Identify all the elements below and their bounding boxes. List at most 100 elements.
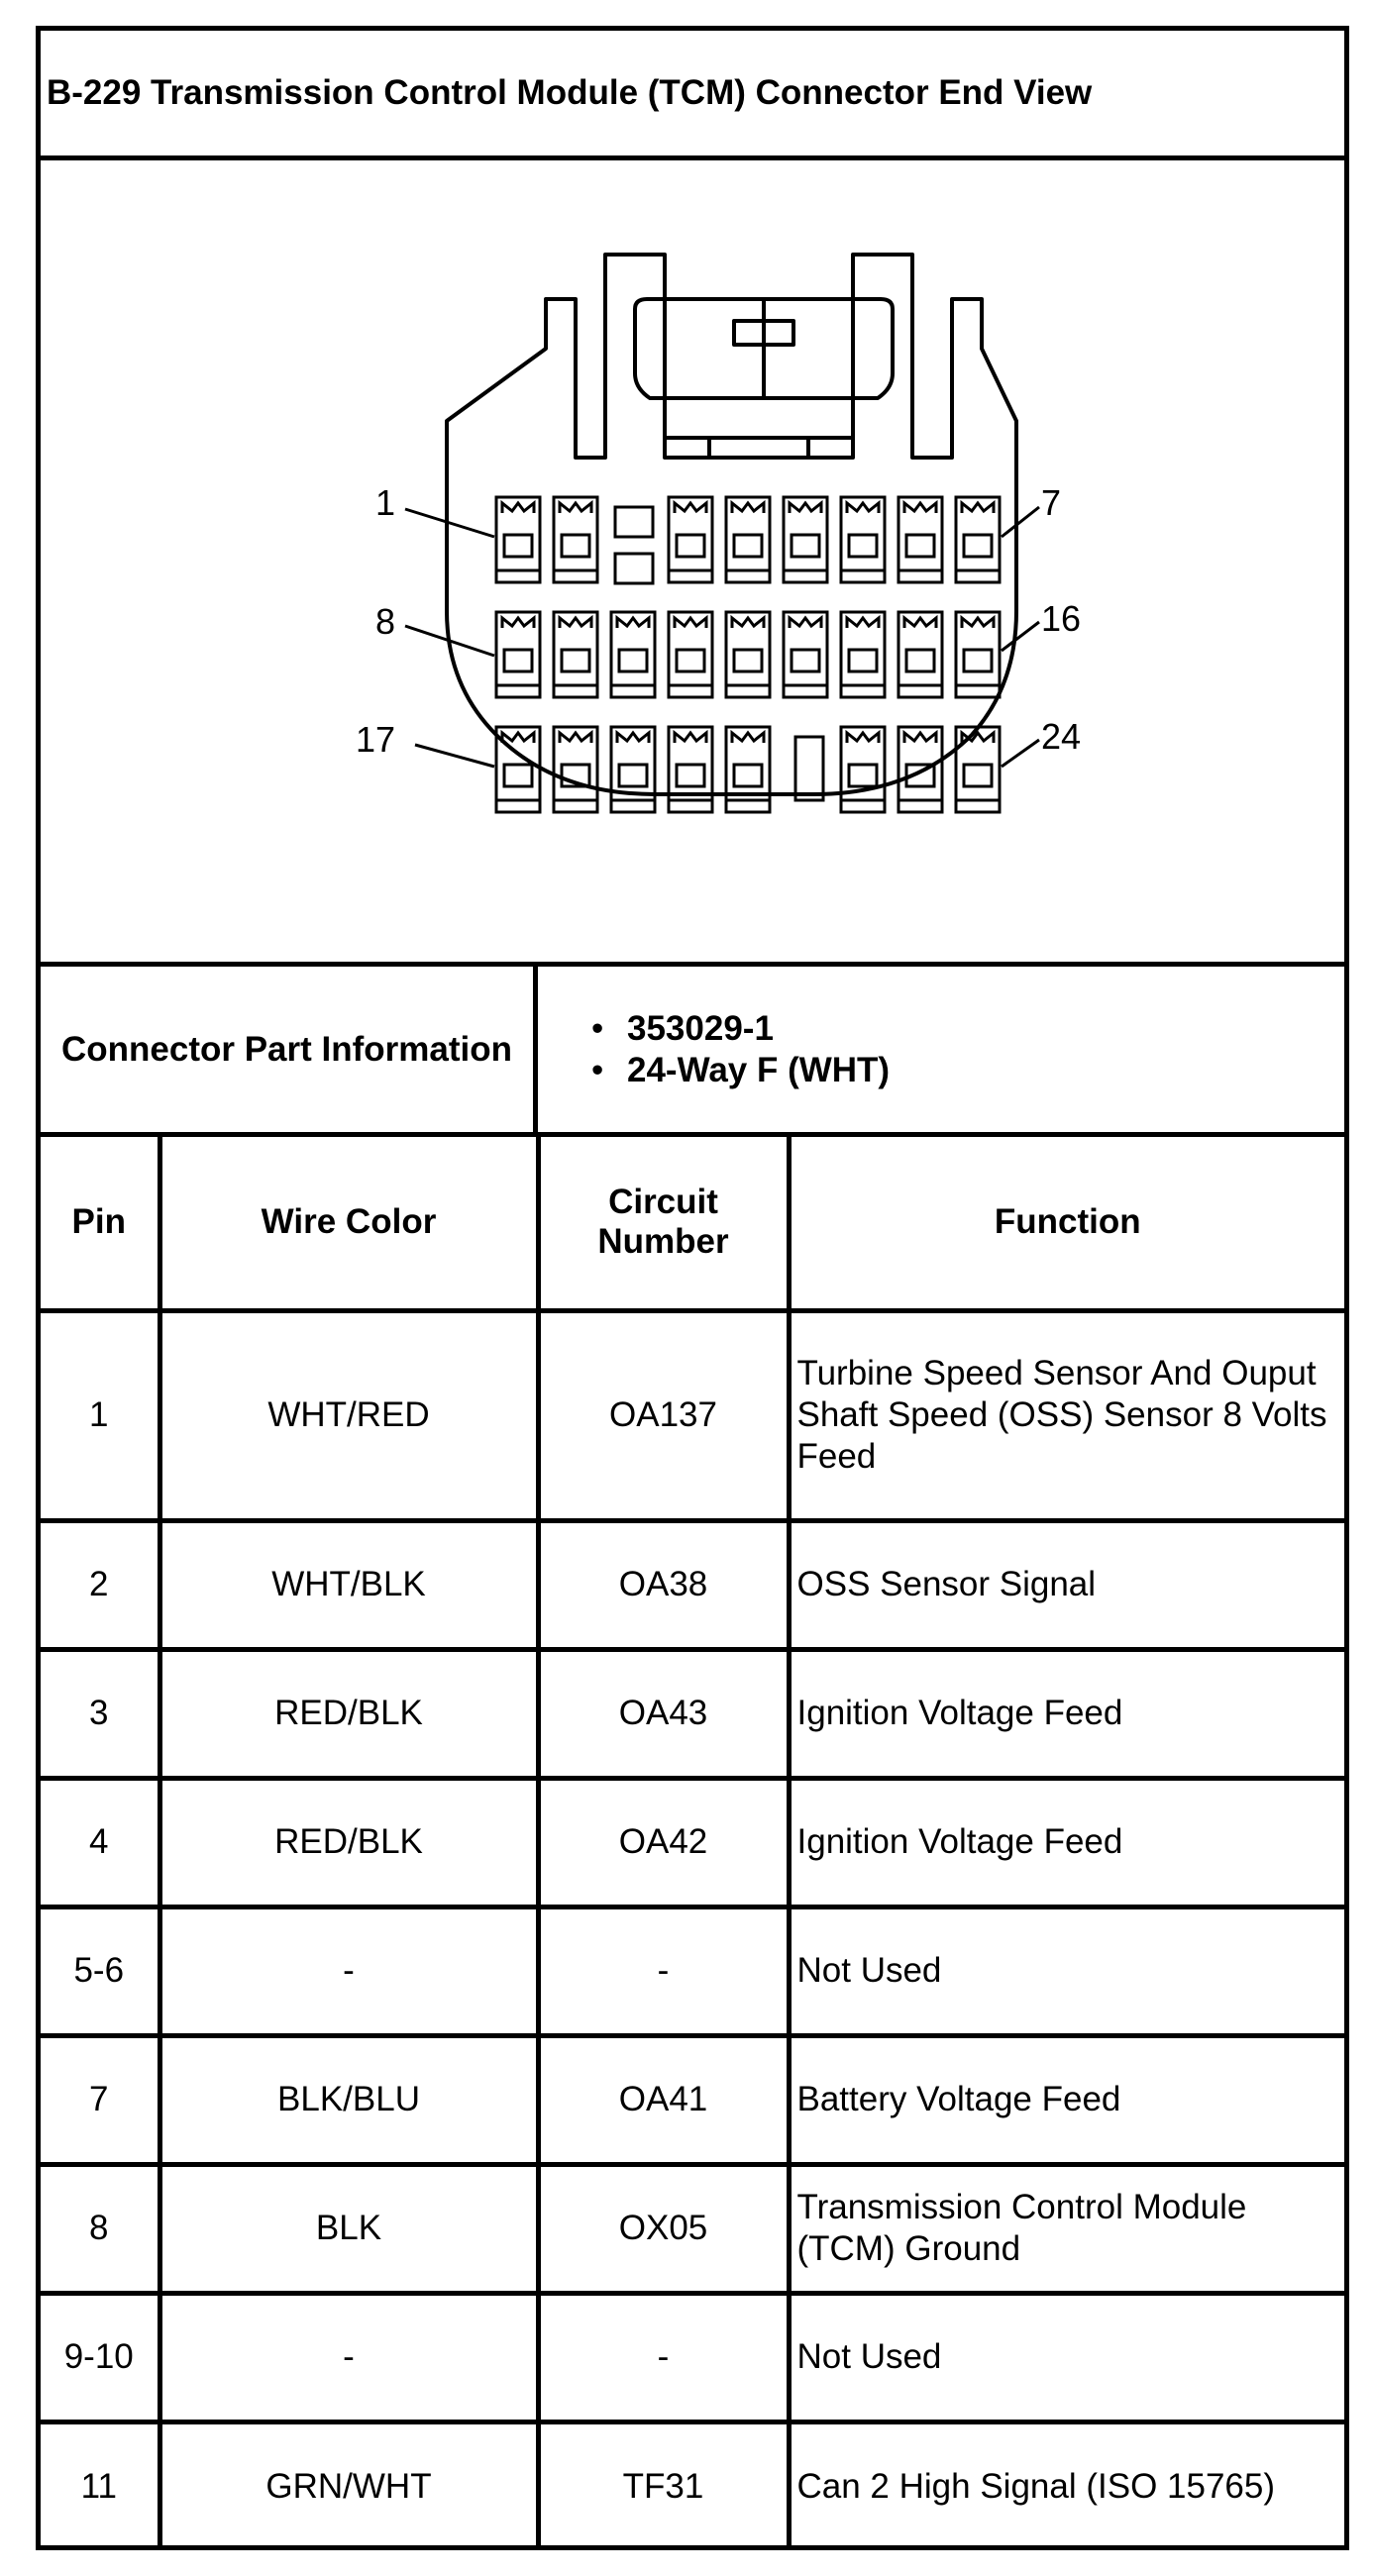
blank-cavity bbox=[613, 505, 655, 539]
pin-cavity-row2 bbox=[897, 610, 944, 699]
pin-cavity-row1 bbox=[839, 495, 887, 584]
pin-cavity-row1 bbox=[897, 495, 944, 584]
function-cell: Not Used bbox=[786, 1904, 1344, 2038]
pin-cell: 2 bbox=[41, 1517, 162, 1652]
table-row: 1 WHT/RED OA137 Turbine Speed Sensor And… bbox=[41, 1307, 1344, 1523]
pin-cavity-row3 bbox=[552, 725, 599, 814]
pin-cavity-row1 bbox=[954, 495, 1002, 584]
header-pin: Pin bbox=[41, 1137, 162, 1313]
connector-part-info: Connector Part Information 353029-1 24-W… bbox=[41, 967, 1344, 1137]
callout-pin-16: 16 bbox=[1041, 598, 1081, 639]
pinout-table: Pin Wire Color Circuit Number Function 1… bbox=[41, 1137, 1344, 2550]
wire-color-cell: WHT/RED bbox=[157, 1307, 541, 1523]
table-row: 7 BLK/BLU OA41 Battery Voltage Feed bbox=[41, 2032, 1344, 2167]
pin-cell: 4 bbox=[41, 1775, 162, 1909]
table-row: 2 WHT/BLK OA38 OSS Sensor Signal bbox=[41, 1517, 1344, 1652]
table-row: 11 GRN/WHT TF31 Can 2 High Signal (ISO 1… bbox=[41, 2419, 1344, 2550]
connector-housing bbox=[445, 253, 1018, 796]
pin-cavity-row3 bbox=[724, 725, 772, 814]
pin-cell: 7 bbox=[41, 2032, 162, 2167]
part-number: 353029-1 bbox=[591, 1008, 1344, 1050]
pin-cavity-row3 bbox=[494, 725, 542, 814]
pin-cavity-row1 bbox=[724, 495, 772, 584]
function-cell: Ignition Voltage Feed bbox=[786, 1775, 1344, 1909]
function-cell: OSS Sensor Signal bbox=[786, 1517, 1344, 1652]
wire-color-cell: BLK/BLU bbox=[157, 2032, 541, 2167]
table-row: 5-6 - - Not Used bbox=[41, 1904, 1344, 2038]
table-row: 8 BLK OX05 Transmission Control Module (… bbox=[41, 2161, 1344, 2296]
leader-pin-1 bbox=[404, 507, 495, 539]
circuit-cell: OA43 bbox=[535, 1646, 792, 1781]
blank-cavity bbox=[793, 735, 825, 802]
circuit-cell: OX05 bbox=[535, 2161, 792, 2296]
wire-color-cell: GRN/WHT bbox=[157, 2419, 541, 2550]
pin-cell: 5-6 bbox=[41, 1904, 162, 2038]
pin-cavity-row3 bbox=[667, 725, 714, 814]
pin-cavity-row1 bbox=[667, 495, 714, 584]
wire-color-cell: - bbox=[157, 2290, 541, 2424]
pin-cavity-row2 bbox=[724, 610, 772, 699]
header-wire-color: Wire Color bbox=[157, 1137, 541, 1313]
table-row: 9-10 - - Not Used bbox=[41, 2290, 1344, 2424]
wire-color-cell: - bbox=[157, 1904, 541, 2038]
circuit-cell: OA42 bbox=[535, 1775, 792, 1909]
callout-pin-7: 7 bbox=[1041, 482, 1061, 523]
pin-cavity-row1 bbox=[494, 495, 542, 584]
header-function: Function bbox=[786, 1137, 1344, 1313]
blank-cavity bbox=[613, 552, 655, 585]
connector-end-view-diagram: 1 7 8 16 17 24 bbox=[356, 253, 1081, 814]
table-header-row: Pin Wire Color Circuit Number Function bbox=[41, 1137, 1344, 1313]
page-title: B-229 Transmission Control Module (TCM) … bbox=[41, 31, 1344, 160]
table-row: 3 RED/BLK OA43 Ignition Voltage Feed bbox=[41, 1646, 1344, 1781]
pin-cavity-row1 bbox=[552, 495, 599, 584]
connector-type: 24-Way F (WHT) bbox=[591, 1050, 1344, 1091]
pin-cell: 8 bbox=[41, 2161, 162, 2296]
circuit-cell: OA41 bbox=[535, 2032, 792, 2167]
function-cell: Ignition Voltage Feed bbox=[786, 1646, 1344, 1781]
pin-cell: 9-10 bbox=[41, 2290, 162, 2424]
wire-color-cell: BLK bbox=[157, 2161, 541, 2296]
callout-pin-8: 8 bbox=[375, 601, 395, 642]
connector-latch bbox=[633, 297, 895, 400]
connector-diagram-panel: 1 7 8 16 17 24 bbox=[41, 160, 1344, 967]
pin-cavity-row3 bbox=[609, 725, 657, 814]
circuit-cell: OA38 bbox=[535, 1517, 792, 1652]
callout-pin-1: 1 bbox=[375, 482, 395, 523]
leader-pin-8 bbox=[404, 624, 495, 658]
function-cell: Turbine Speed Sensor And Ouput Shaft Spe… bbox=[786, 1307, 1344, 1523]
part-info-list: 353029-1 24-Way F (WHT) bbox=[538, 967, 1344, 1132]
callout-pin-17: 17 bbox=[356, 719, 395, 760]
connector-document: B-229 Transmission Control Module (TCM) … bbox=[36, 26, 1349, 2550]
pin-cavity-row2 bbox=[839, 610, 887, 699]
callout-pin-24: 24 bbox=[1041, 716, 1081, 757]
pin-cavity-row3 bbox=[954, 725, 1002, 814]
leader-pin-24 bbox=[1001, 738, 1040, 769]
leader-pin-16 bbox=[1001, 620, 1040, 653]
pin-cavity-row2 bbox=[609, 610, 657, 699]
circuit-cell: TF31 bbox=[535, 2419, 792, 2550]
part-info-label: Connector Part Information bbox=[41, 967, 538, 1132]
pin-cavity-row3 bbox=[839, 725, 887, 814]
function-cell: Not Used bbox=[786, 2290, 1344, 2424]
function-cell: Transmission Control Module (TCM) Ground bbox=[786, 2161, 1344, 2296]
pin-cell: 1 bbox=[41, 1307, 162, 1523]
circuit-cell: - bbox=[535, 1904, 792, 2038]
circuit-cell: - bbox=[535, 2290, 792, 2424]
function-cell: Can 2 High Signal (ISO 15765) bbox=[786, 2419, 1344, 2550]
pin-cavity-row2 bbox=[494, 610, 542, 699]
header-circuit-line1: Circuit bbox=[608, 1183, 718, 1222]
table-row: 4 RED/BLK OA42 Ignition Voltage Feed bbox=[41, 1775, 1344, 1909]
function-cell: Battery Voltage Feed bbox=[786, 2032, 1344, 2167]
pin-cavity-row3 bbox=[897, 725, 944, 814]
wire-color-cell: RED/BLK bbox=[157, 1646, 541, 1781]
pin-cavity-row2 bbox=[552, 610, 599, 699]
pin-cavity-row2 bbox=[667, 610, 714, 699]
pin-cavity-row2 bbox=[954, 610, 1002, 699]
wire-color-cell: WHT/BLK bbox=[157, 1517, 541, 1652]
pin-cavity-row2 bbox=[782, 610, 829, 699]
pin-cell: 3 bbox=[41, 1646, 162, 1781]
pin-cavity-row1 bbox=[782, 495, 829, 584]
leader-pin-7 bbox=[1001, 505, 1040, 539]
wire-color-cell: RED/BLK bbox=[157, 1775, 541, 1909]
leader-pin-17 bbox=[414, 743, 495, 769]
